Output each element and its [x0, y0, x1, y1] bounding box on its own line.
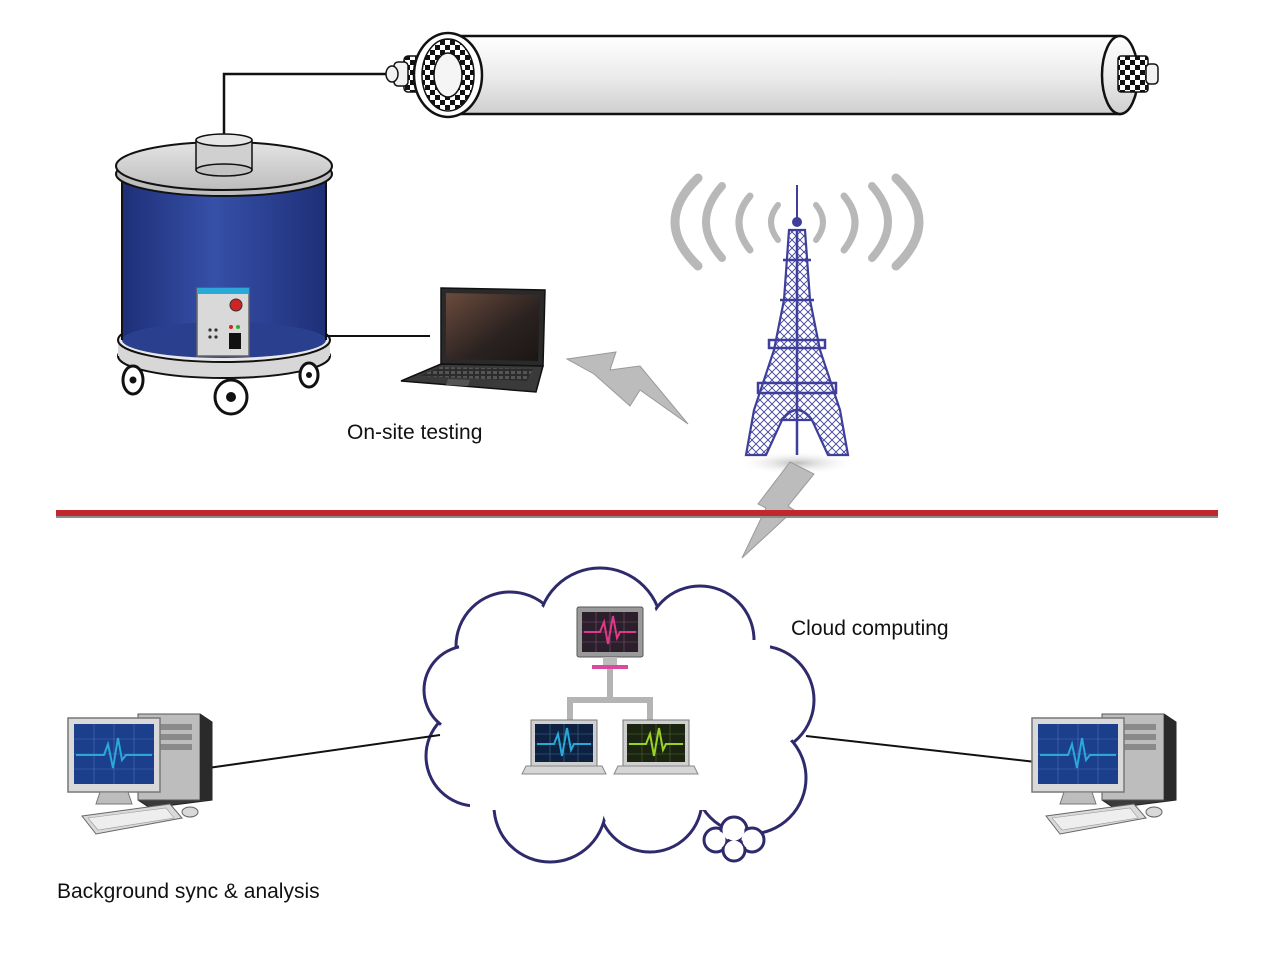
signal-tower-icon: [670, 173, 924, 475]
onsite-testing-label: On-site testing: [347, 421, 483, 444]
laptop-icon: [613, 719, 699, 775]
divider-line: [56, 510, 1218, 517]
background-sync-label: Background sync & analysis: [57, 880, 320, 903]
laptop-icon: [400, 287, 546, 393]
monitor-icon: [576, 606, 644, 669]
cable-icon: [385, 31, 1159, 119]
connection-wire: [805, 735, 1037, 763]
lightning-icon: [565, 351, 689, 425]
divider-shadow: [56, 516, 1218, 518]
laptop-icon: [521, 719, 607, 775]
hv-test-tank-icon: [115, 133, 333, 416]
desktop-computer-icon: [1031, 713, 1177, 835]
desktop-computer-icon: [67, 713, 213, 835]
connection-wire: [207, 734, 441, 769]
connection-wire: [222, 72, 386, 138]
cloud-computing-label: Cloud computing: [791, 617, 949, 640]
cloud-network: [521, 606, 699, 775]
